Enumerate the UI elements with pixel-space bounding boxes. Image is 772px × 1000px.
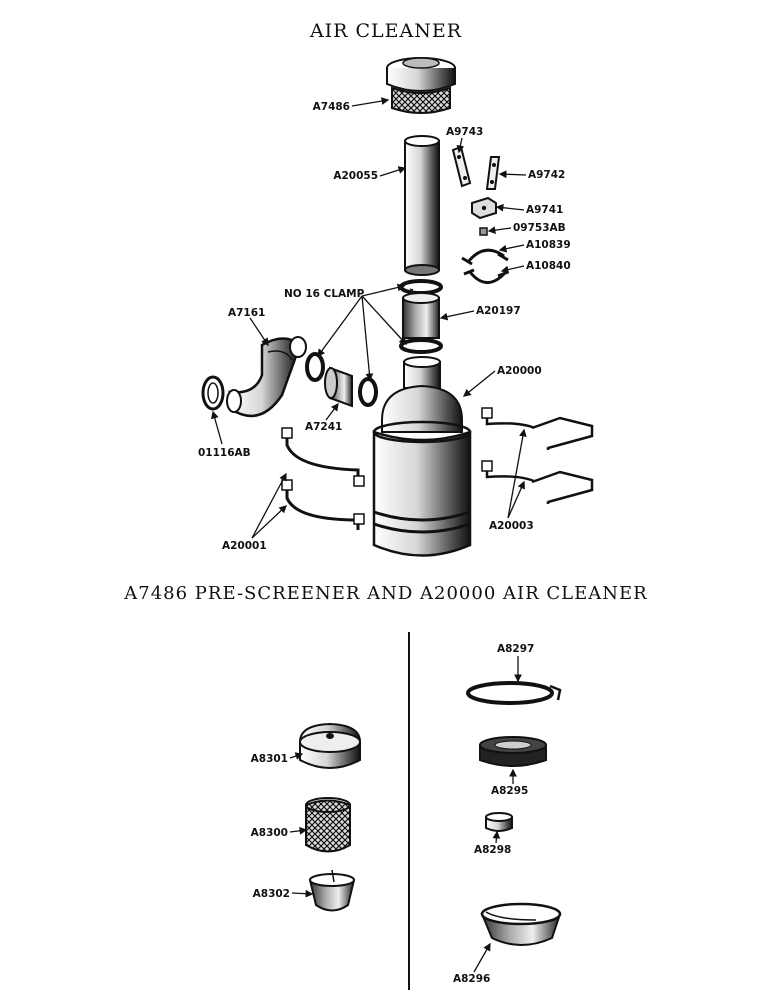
diagram-subtitle: A7486 PRE-SCREENER AND A20000 AIR CLEANE… <box>124 583 648 604</box>
label-clamp-note: NO 16 CLAMP <box>284 288 365 300</box>
label-pre-screener: A7486 <box>312 101 350 113</box>
label-band-lower: A10840 <box>526 260 571 272</box>
label-band-upper: A10839 <box>526 239 571 251</box>
leader-lines-lower <box>289 656 522 973</box>
label-nut: 09753AB <box>513 222 566 234</box>
label-tube: A20055 <box>333 170 378 182</box>
gasket-part <box>201 375 225 411</box>
label-cap: A8301 <box>250 753 288 765</box>
cone-part <box>308 869 356 912</box>
small-clamp-part <box>485 812 513 832</box>
cleaner-body-part <box>372 356 472 557</box>
label-cleaner-body: A20000 <box>497 365 542 377</box>
label-mount-band-right: A20003 <box>489 520 534 532</box>
label-mount-band-left: A20001 <box>222 540 267 552</box>
mount-brackets-right <box>481 407 594 504</box>
label-ring-clamp: A8297 <box>497 643 535 655</box>
pre-screener-part <box>386 57 456 114</box>
label-bracket-b: A9742 <box>528 169 566 181</box>
label-cup: A8296 <box>453 973 491 985</box>
hose-sleeve-assembly <box>399 279 443 354</box>
ring-clamp-part <box>466 681 562 705</box>
label-element: A8295 <box>491 785 529 797</box>
hose-clamps <box>305 352 378 408</box>
label-elbow-hose: A7161 <box>228 307 266 319</box>
tube-part <box>404 135 440 276</box>
element-part <box>479 736 547 767</box>
clamp-bands <box>461 248 509 284</box>
label-small-clamp: A8298 <box>474 844 512 856</box>
label-screen: A8300 <box>250 827 288 839</box>
cup-part <box>480 902 562 946</box>
cap-part <box>299 722 361 769</box>
screen-part <box>305 797 351 853</box>
label-bracket-c: A9741 <box>526 204 564 216</box>
bracket-pieces <box>451 145 501 236</box>
label-gasket: 01116AB <box>198 447 251 459</box>
label-cone: A8302 <box>252 888 290 900</box>
leader-lines-upper <box>211 97 527 539</box>
label-hose-sleeve: A20197 <box>476 305 521 317</box>
diagram-title: AIR CLEANER <box>309 20 463 42</box>
label-straight-hose: A7241 <box>305 421 343 433</box>
mount-bands-left <box>281 427 365 530</box>
elbow-hose-part <box>226 336 307 418</box>
label-bracket-a: A9743 <box>446 126 484 138</box>
